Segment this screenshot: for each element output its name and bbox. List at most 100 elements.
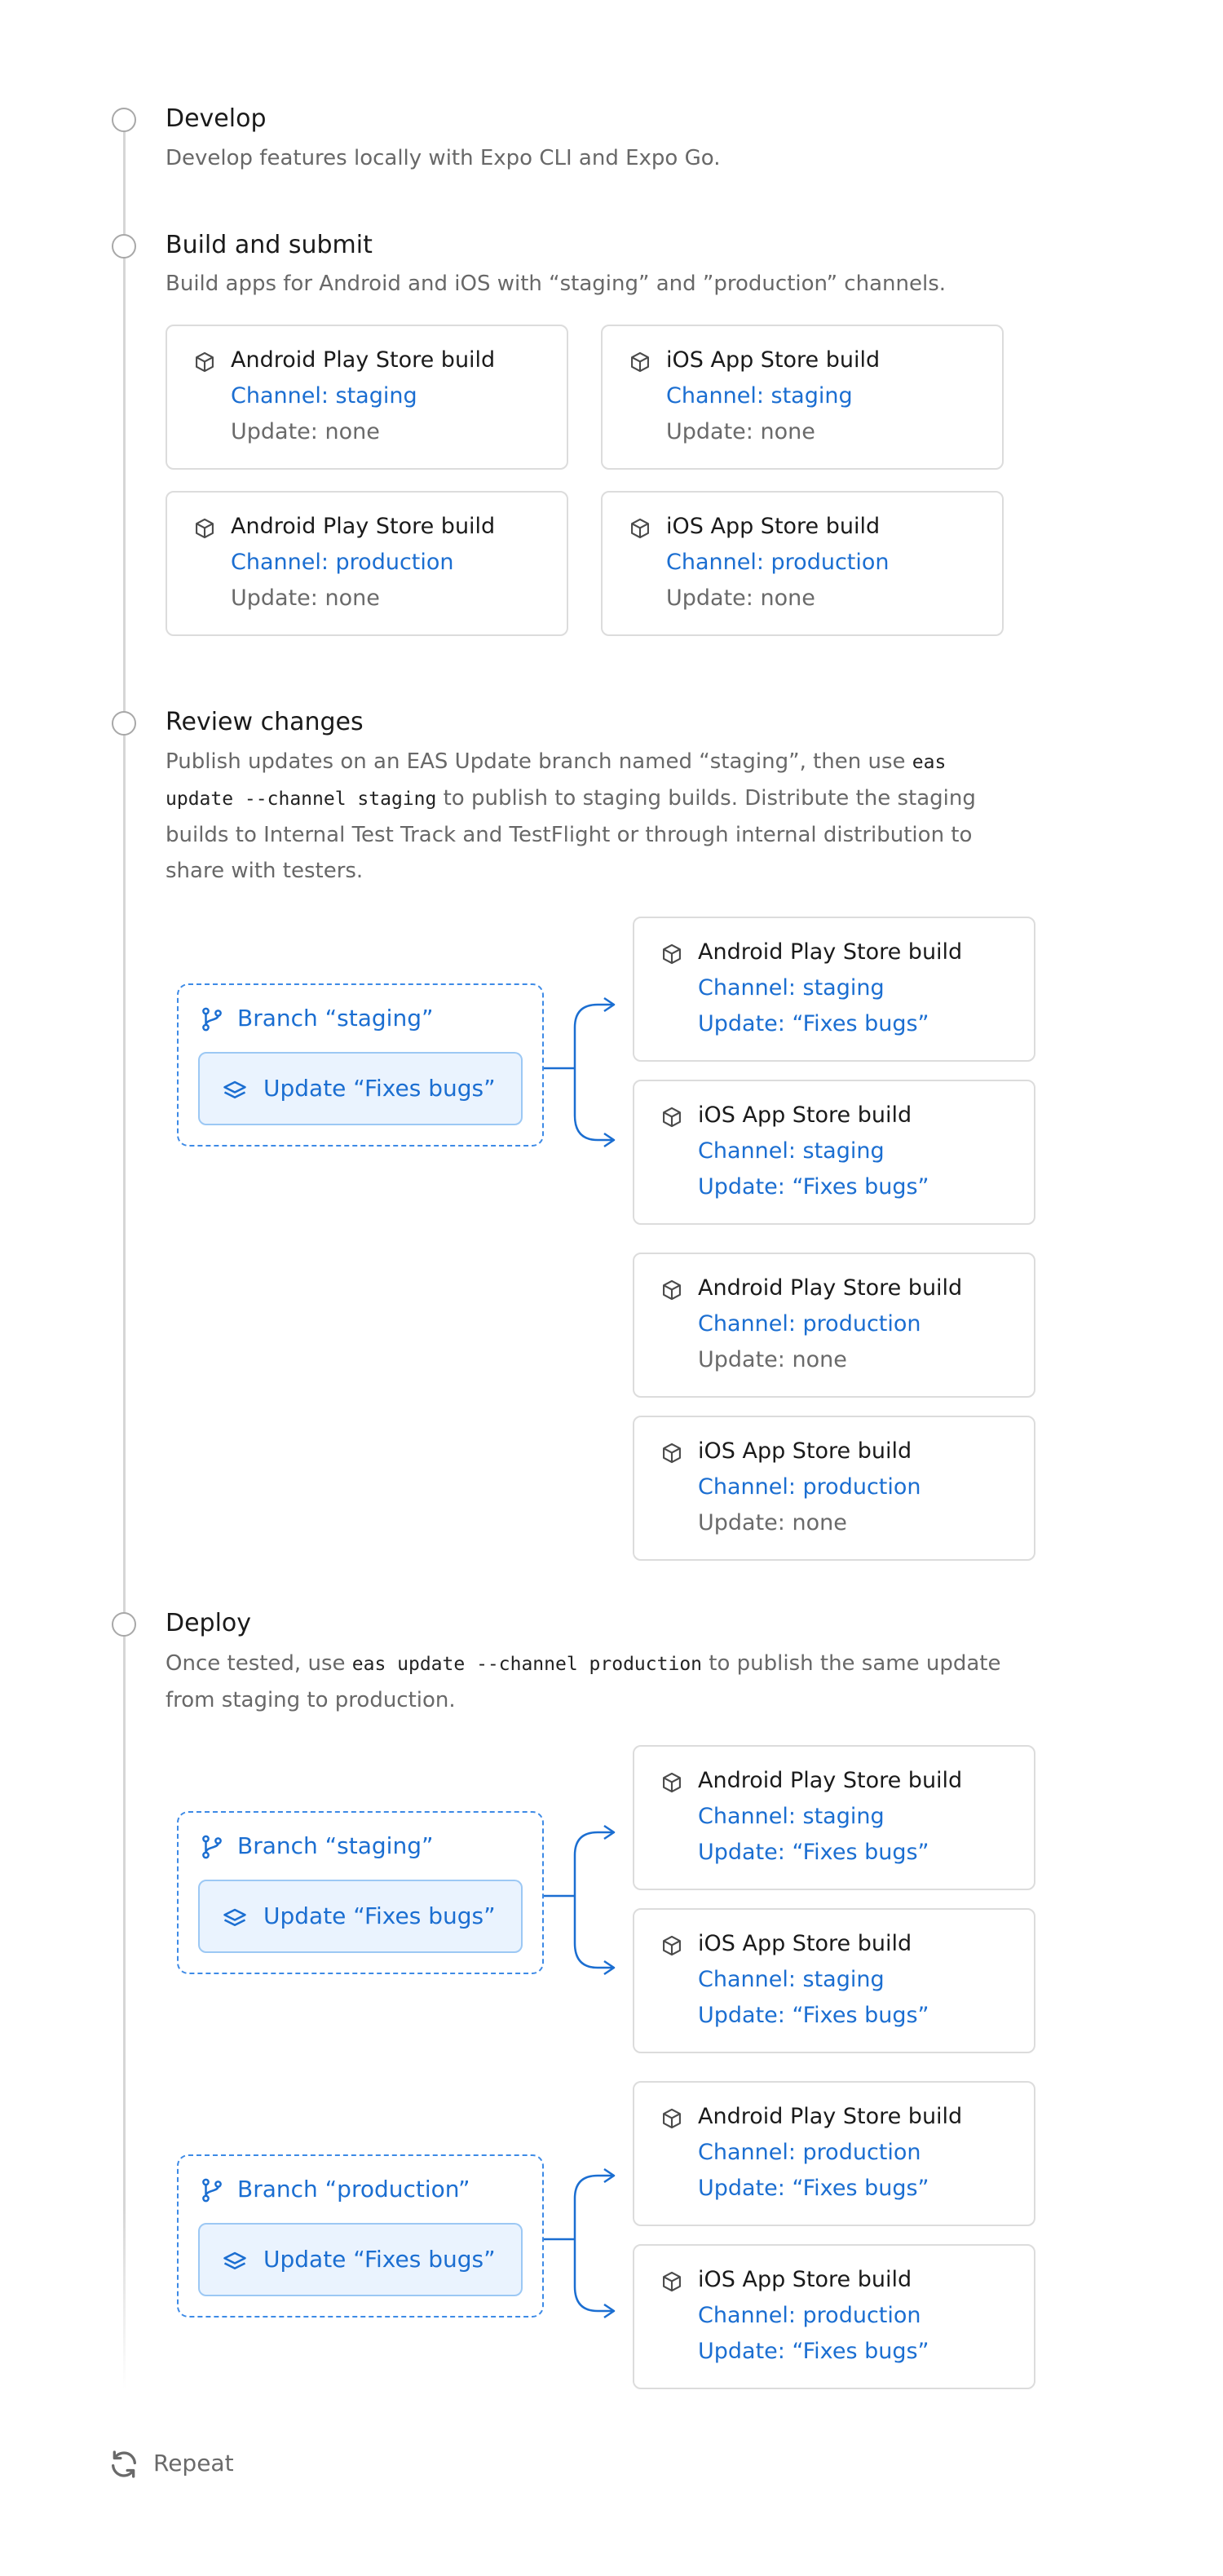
branch-box-staging: Branch “staging” Update “Fixes bugs”	[177, 1811, 544, 1974]
build-update: Update: “Fixes bugs”	[698, 1174, 929, 1200]
desc-text: Once tested, use	[166, 1651, 352, 1676]
step-desc-build-submit: Build apps for Android and iOS with “sta…	[166, 272, 946, 296]
build-update: Update: none	[231, 419, 380, 444]
git-branch-icon	[200, 1006, 224, 1032]
layers-icon	[223, 1078, 247, 1102]
cube-icon	[193, 351, 216, 373]
desc-code: update --channel staging	[166, 789, 437, 810]
refresh-icon	[108, 2448, 140, 2481]
step-desc-deploy: Once tested, use eas update --channel pr…	[166, 1646, 1000, 1718]
update-label: Update “Fixes bugs”	[263, 1902, 496, 1929]
build-name: Android Play Store build	[698, 939, 963, 965]
cube-icon	[660, 1279, 683, 1301]
branch-label: Branch “staging”	[237, 1832, 434, 1859]
update-label: Update “Fixes bugs”	[263, 2246, 496, 2273]
build-card: iOS App Store build Channel: staging Upd…	[601, 325, 1004, 470]
build-update: Update: none	[698, 1347, 847, 1372]
desc-code: eas	[912, 752, 947, 773]
build-name: Android Play Store build	[698, 2104, 963, 2129]
build-channel: Channel: production	[698, 1474, 921, 1500]
branch-box-production: Branch “production” Update “Fixes bugs”	[177, 2154, 544, 2318]
build-name: Android Play Store build	[231, 347, 496, 373]
build-name: iOS App Store build	[666, 514, 881, 539]
desc-text: to publish to staging builds. Distribute…	[436, 786, 976, 811]
build-card: Android Play Store build Channel: stagin…	[633, 917, 1035, 1062]
cube-icon	[660, 1771, 683, 1794]
step-marker-deploy	[112, 1612, 136, 1637]
branch-box-staging: Branch “staging” Update “Fixes bugs”	[177, 983, 544, 1147]
build-channel: Channel: production	[698, 2140, 921, 2165]
build-update: Update: “Fixes bugs”	[698, 2339, 929, 2364]
step-title-deploy: Deploy	[166, 1609, 252, 1637]
branch-label: Branch “production”	[237, 2176, 470, 2203]
build-update: Update: “Fixes bugs”	[698, 2003, 929, 2028]
build-channel: Channel: production	[698, 2303, 921, 2328]
cube-icon	[629, 517, 651, 540]
layers-icon	[223, 2249, 247, 2273]
build-channel: Channel: staging	[698, 1967, 885, 1992]
connector-arrows	[544, 996, 616, 1148]
step-marker-build-submit	[112, 234, 136, 258]
build-channel: Channel: staging	[231, 383, 417, 409]
repeat-label: Repeat	[153, 2450, 234, 2477]
build-card: iOS App Store build Channel: staging Upd…	[633, 1080, 1035, 1225]
cube-icon	[660, 2270, 683, 2293]
desc-text: to publish the same update	[702, 1651, 1001, 1676]
cube-icon	[193, 517, 216, 540]
desc-text: share with testers.	[166, 859, 364, 883]
build-name: iOS App Store build	[666, 347, 881, 373]
build-update: Update: “Fixes bugs”	[698, 1840, 929, 1865]
build-card: Android Play Store build Channel: produc…	[633, 1253, 1035, 1398]
build-update: Update: “Fixes bugs”	[698, 2176, 929, 2201]
update-chip: Update “Fixes bugs”	[198, 1052, 523, 1125]
build-name: iOS App Store build	[698, 1931, 912, 1956]
update-chip: Update “Fixes bugs”	[198, 2223, 523, 2296]
build-channel: Channel: production	[698, 1311, 921, 1337]
update-label: Update “Fixes bugs”	[263, 1075, 496, 1102]
cube-icon	[629, 351, 651, 373]
build-channel: Channel: production	[666, 550, 890, 575]
build-card: iOS App Store build Channel: staging Upd…	[633, 1908, 1035, 2053]
git-branch-icon	[200, 2177, 224, 2203]
desc-code: eas update --channel production	[351, 1654, 703, 1675]
build-channel: Channel: production	[231, 550, 454, 575]
build-name: Android Play Store build	[698, 1768, 963, 1793]
build-channel: Channel: staging	[666, 383, 853, 409]
timeline-line	[123, 122, 126, 2389]
cube-icon	[660, 1442, 683, 1465]
cube-icon	[660, 943, 683, 965]
build-channel: Channel: staging	[698, 975, 885, 1001]
connector-arrows	[544, 2167, 616, 2319]
build-card: Android Play Store build Channel: stagin…	[633, 1745, 1035, 1890]
update-chip: Update “Fixes bugs”	[198, 1880, 523, 1953]
build-update: Update: none	[231, 585, 380, 611]
layers-icon	[223, 1906, 247, 1930]
branch-label: Branch “staging”	[237, 1005, 434, 1032]
cube-icon	[660, 1106, 683, 1129]
build-channel: Channel: staging	[698, 1138, 885, 1164]
step-marker-develop	[112, 108, 136, 132]
build-channel: Channel: staging	[698, 1804, 885, 1829]
step-desc-review: Publish updates on an EAS Update branch …	[166, 744, 976, 889]
build-update: Update: none	[666, 419, 815, 444]
step-marker-review	[112, 711, 136, 736]
build-update: Update: none	[666, 585, 815, 611]
build-card: iOS App Store build Channel: production …	[633, 1416, 1035, 1561]
build-card: iOS App Store build Channel: production …	[601, 491, 1004, 636]
build-name: iOS App Store build	[698, 1438, 912, 1464]
step-title-develop: Develop	[166, 104, 267, 133]
build-card: iOS App Store build Channel: production …	[633, 2244, 1035, 2389]
build-name: iOS App Store build	[698, 1102, 912, 1128]
build-card: Android Play Store build Channel: produc…	[166, 491, 568, 636]
step-title-review: Review changes	[166, 708, 364, 736]
build-card: Android Play Store build Channel: produc…	[633, 2081, 1035, 2226]
build-name: Android Play Store build	[698, 1275, 963, 1301]
desc-text: builds to Internal Test Track and TestFl…	[166, 823, 973, 847]
build-update: Update: “Fixes bugs”	[698, 1011, 929, 1036]
build-name: iOS App Store build	[698, 2267, 912, 2292]
git-branch-icon	[200, 1834, 224, 1860]
cube-icon	[660, 2107, 683, 2130]
build-name: Android Play Store build	[231, 514, 496, 539]
cube-icon	[660, 1934, 683, 1957]
build-card: Android Play Store build Channel: stagin…	[166, 325, 568, 470]
